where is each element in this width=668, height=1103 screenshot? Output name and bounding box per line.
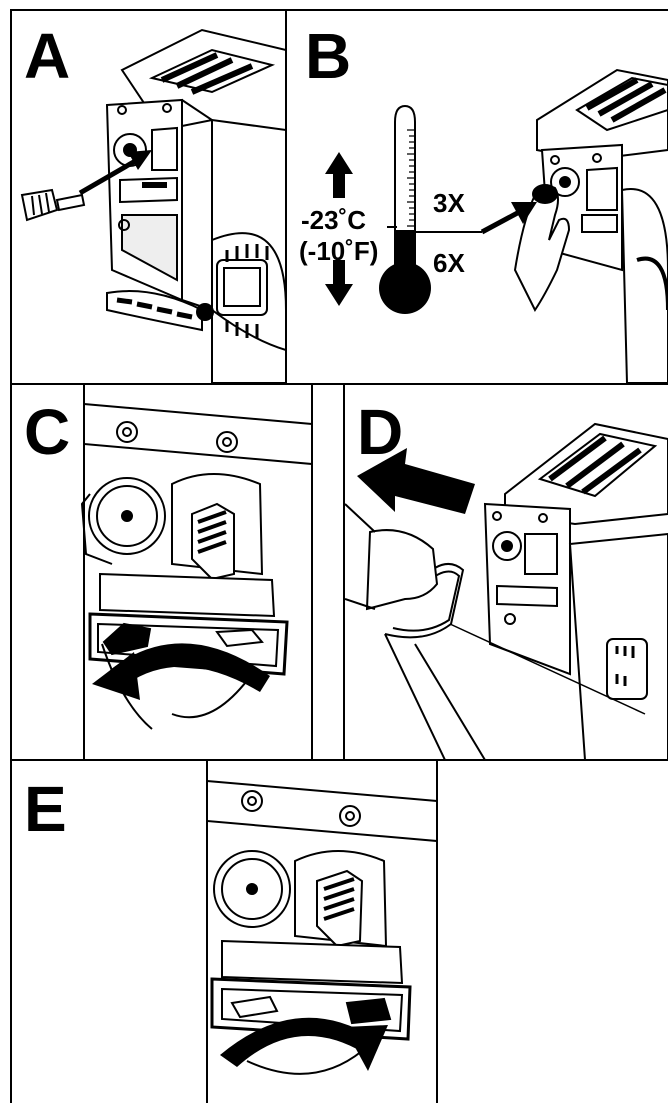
panel-e-label: E [24,773,67,845]
choke-lever-open-illustration [206,761,438,1103]
panel-a: A [12,10,286,383]
press-count-cold: 6X [433,248,465,278]
panel-a-label: A [24,20,71,92]
panel-c-label: C [24,396,71,468]
arrow-down-icon [325,260,353,306]
panel-d: D [345,384,668,760]
arrow-up-icon [325,152,353,198]
thermometer-icon [379,104,482,314]
panel-b: B -23˚C (-10˚F) 3X 6X [287,10,668,383]
panel-e: E [12,761,668,1103]
temp-fahrenheit-label: (-10˚F) [299,236,379,266]
panel-d-label: D [357,396,404,468]
panel-c: C [12,384,344,760]
press-count-warm: 3X [433,188,465,218]
panel-b-label: B [305,20,352,92]
temp-celsius-label: -23˚C [301,205,367,235]
